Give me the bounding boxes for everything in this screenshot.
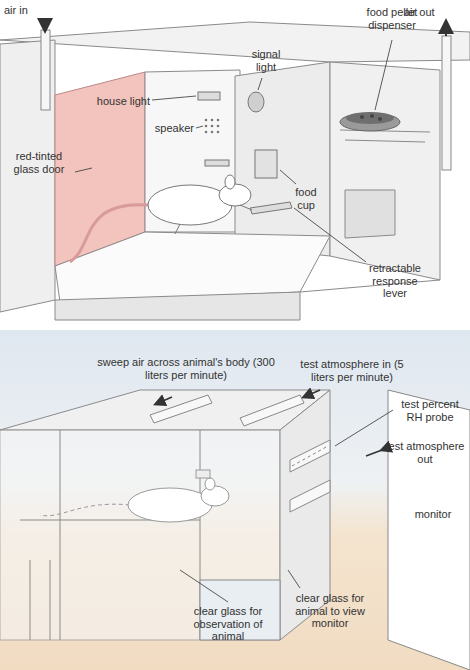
part-label: food cup (286, 186, 326, 211)
air-in-arrow (44, 18, 46, 30)
part-label: test percent RH probe (394, 398, 466, 423)
part-label: air out (404, 6, 440, 19)
rh-probe (292, 446, 328, 466)
part-label: clear glass for observation of animal (186, 605, 270, 643)
operant-chamber (0, 22, 470, 320)
part-label: speaker (150, 122, 194, 135)
air-out-arrow (445, 22, 447, 36)
mouse (40, 470, 229, 522)
background (0, 330, 470, 670)
part-label: air in (4, 4, 44, 17)
part-label: signal light (246, 48, 286, 73)
pellet-dispenser (340, 112, 400, 131)
part-label: house light (92, 95, 150, 108)
part-label: retractable response lever (362, 262, 428, 300)
part-label: sweep air across animal's body (300 lite… (96, 356, 276, 381)
part-label: test atmosphere in (5 liters per minute) (292, 358, 412, 383)
leader-line (180, 410, 393, 602)
rat (70, 175, 252, 262)
part-label: red-tinted glass door (8, 150, 70, 175)
flow-arrow (156, 390, 382, 456)
part-label: monitor (405, 508, 461, 521)
monitor (388, 390, 470, 670)
part-label: test atmosphere out (384, 440, 466, 465)
leader-line (75, 40, 392, 262)
part-label: clear glass for animal to view monitor (292, 592, 368, 630)
air-tube (41, 30, 451, 170)
exposure-chamber (0, 390, 330, 640)
